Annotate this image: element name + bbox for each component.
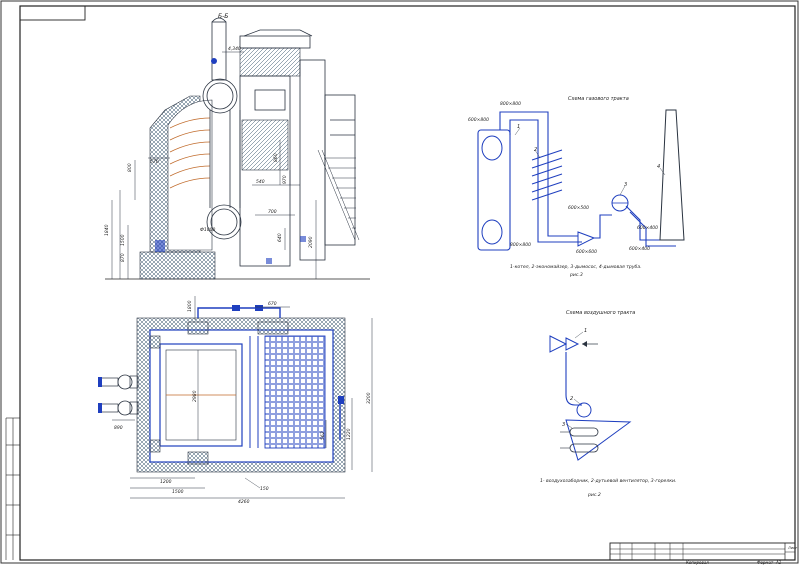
lower-drum bbox=[206, 204, 242, 240]
dim-1200: 1200 bbox=[160, 479, 172, 485]
dim-4260: 4260 bbox=[238, 499, 250, 505]
top-flue bbox=[239, 47, 301, 77]
gas-n3: 3 bbox=[624, 182, 627, 188]
gas-fig: рис.3 bbox=[569, 272, 583, 278]
safety-valve bbox=[211, 58, 217, 64]
dim-1220: 1220 bbox=[346, 428, 352, 440]
plan-tube-bank bbox=[264, 335, 326, 449]
gas-damper bbox=[577, 231, 596, 247]
boiler-section-view: Б-Б bbox=[104, 13, 370, 280]
dim-670: 670 bbox=[268, 301, 277, 307]
foundation bbox=[139, 251, 216, 280]
air-fig: рис.2 bbox=[587, 492, 601, 498]
dim-570: 570 bbox=[150, 159, 159, 165]
title-block: Лист Копировал Формат А1 bbox=[609, 542, 798, 565]
gas-d600x600: 600×600 bbox=[576, 249, 597, 255]
dim-860: 860 bbox=[273, 153, 279, 162]
dim-1500: 1500 bbox=[120, 234, 126, 246]
economizer bbox=[531, 149, 563, 201]
air-burner-1 bbox=[569, 427, 599, 437]
boiler-plan-view: 1800 670 2980 3200 1220 890 562 1200 150… bbox=[98, 296, 373, 505]
dim-3200: 3200 bbox=[366, 392, 372, 404]
air-n3: 3 bbox=[562, 422, 565, 428]
gas-ducts bbox=[499, 111, 676, 247]
steam-column bbox=[211, 21, 227, 81]
gas-caption: 1-котел, 2-экономайзер, 3-дымосос, 4-дым… bbox=[510, 264, 642, 270]
dim-540: 540 bbox=[256, 179, 265, 185]
convective-bank bbox=[241, 119, 289, 171]
gas-n4: 4 bbox=[657, 164, 660, 170]
blower-fan bbox=[576, 402, 592, 418]
air-n2: 2 bbox=[570, 396, 573, 402]
dim-4340: 4,340 bbox=[228, 46, 241, 52]
gas-scheme-title: Схема газового тракта bbox=[568, 96, 629, 102]
air-intake bbox=[549, 335, 568, 353]
dim-640: 640 bbox=[277, 233, 283, 242]
section-label: Б-Б bbox=[218, 13, 228, 20]
gas-d600x400-b: 600×400 bbox=[629, 246, 650, 252]
air-scheme-title: Схема воздушного тракта bbox=[566, 310, 635, 316]
air-caption: 1- воздухозаборник, 2-дутьевой вентилято… bbox=[540, 478, 677, 484]
dim-1840: 1840 bbox=[104, 224, 110, 236]
dim-phi1000: Ф1000 bbox=[200, 227, 215, 233]
sheet-label: Лист bbox=[787, 546, 798, 550]
screen-tubes bbox=[169, 117, 211, 189]
dim-150: 150 bbox=[260, 486, 269, 492]
gas-d800-top: 800×800 bbox=[500, 101, 521, 107]
air-n1: 1 bbox=[584, 328, 587, 334]
gas-d800-bottom: 800×800 bbox=[510, 242, 531, 248]
gas-boiler bbox=[477, 129, 511, 251]
gas-d600x800: 600×800 bbox=[468, 117, 489, 123]
gas-d600x400-a: 600×400 bbox=[637, 225, 658, 231]
burners bbox=[98, 374, 139, 416]
air-duct bbox=[565, 352, 582, 406]
format-label: Формат bbox=[757, 560, 774, 565]
dim-2090: 2090 bbox=[308, 236, 314, 248]
copied-label: Копировал bbox=[686, 560, 709, 565]
upper-drum bbox=[202, 78, 238, 114]
dim-700: 700 bbox=[268, 209, 277, 215]
dim-870: 870 bbox=[120, 253, 126, 262]
gas-d600x500: 600×500 bbox=[568, 205, 589, 211]
dim-890: 890 bbox=[114, 425, 123, 431]
ladder bbox=[317, 149, 360, 241]
format-value: А1 bbox=[775, 560, 781, 565]
air-path-scheme: Схема воздушного тракта 1 2 3 1- воздухо… bbox=[540, 310, 677, 498]
dim-1500-plan: 1500 bbox=[172, 489, 184, 495]
gas-n2: 2 bbox=[534, 147, 537, 153]
dim-1800: 1800 bbox=[187, 300, 193, 312]
dim-562: 562 bbox=[320, 431, 326, 440]
dim-800: 800 bbox=[127, 163, 133, 172]
chimney bbox=[659, 109, 685, 241]
dim-2980: 2980 bbox=[192, 390, 198, 402]
air-header bbox=[565, 419, 632, 461]
support-column bbox=[299, 59, 326, 261]
gas-n1: 1 bbox=[517, 124, 520, 130]
dim-970: 970 bbox=[282, 175, 288, 184]
gas-path-scheme: Схема газового тракта bbox=[468, 96, 685, 278]
